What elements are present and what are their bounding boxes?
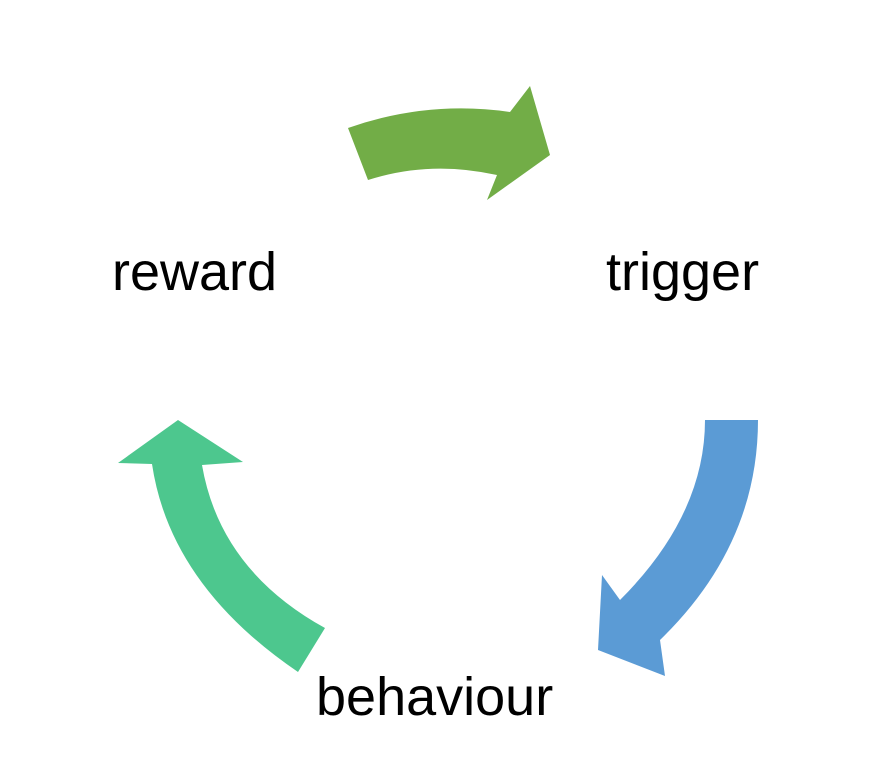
node-label-reward: reward	[112, 242, 277, 302]
arrow-reward-to-trigger	[348, 86, 550, 200]
node-label-trigger: trigger	[606, 242, 759, 302]
node-label-behaviour: behaviour	[316, 667, 553, 727]
arrow-trigger-to-behaviour	[598, 420, 758, 676]
arrow-behaviour-to-reward	[118, 420, 325, 672]
